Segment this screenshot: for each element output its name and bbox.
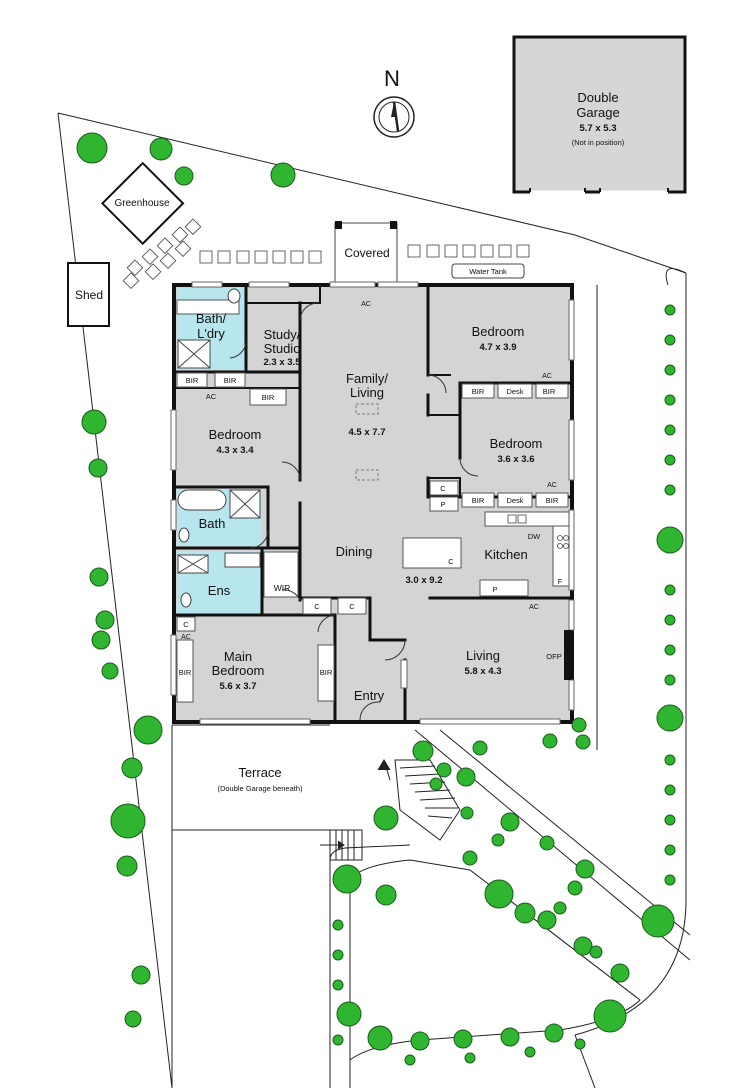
compass-label: N (384, 66, 400, 91)
kitchen-label: Kitchen (484, 547, 527, 562)
terrace-stairs (320, 829, 363, 861)
garage-dims: 5.7 x 5.3 (580, 123, 617, 134)
terrace-label: Terrace (238, 765, 281, 780)
entry-label: Entry (354, 688, 385, 703)
living-label: Living (466, 648, 500, 663)
desk-label: Desk (506, 387, 523, 396)
bath-laundry-label-2: L'dry (197, 326, 225, 341)
bir-label: BIR (472, 387, 485, 396)
garage-note: (Not in position) (572, 138, 625, 147)
greenhouse-label: Greenhouse (114, 198, 169, 209)
cupboard-label: C (314, 602, 320, 611)
fixtures-blocks (176, 299, 570, 703)
main-bedroom-dims: 5.6 x 3.7 (220, 681, 257, 692)
bedroom-ne-label: Bedroom (472, 324, 525, 339)
kitchen-dims: 3.0 x 9.2 (406, 575, 443, 586)
family-label-1: Family/ (346, 371, 388, 386)
shed (67, 262, 110, 327)
wir-label: WIR (274, 583, 291, 593)
desk-label: Desk (506, 496, 523, 505)
doors (229, 302, 479, 721)
garage-name-line1: Double (577, 90, 618, 105)
paving-stones (122, 218, 530, 290)
covered-area (334, 221, 398, 284)
greenhouse (100, 161, 185, 246)
bir-label: BIR (224, 376, 237, 385)
north-compass (373, 96, 415, 138)
double-garage (512, 35, 687, 194)
main-bedroom-label-1: Main (224, 649, 252, 664)
bedroom-e-label: Bedroom (490, 436, 543, 451)
water-tank-label: Water Tank (469, 267, 507, 276)
ac-label: AC (529, 604, 539, 611)
dining-label: Dining (336, 544, 373, 559)
sink (507, 514, 527, 524)
study-label-1: Study/ (264, 327, 301, 342)
bir-label: BIR (320, 668, 333, 677)
living-dims: 5.8 x 4.3 (465, 666, 502, 677)
cooktop (557, 535, 569, 549)
bir-label: BIR (262, 393, 275, 402)
ac-label: AC (542, 373, 552, 380)
bedroom-w-label: Bedroom (209, 427, 262, 442)
family-dims: 4.5 x 7.7 (349, 427, 386, 438)
ac-label: AC (547, 482, 557, 489)
bir-label: BIR (472, 496, 485, 505)
bir-label: BIR (186, 376, 199, 385)
fireplace (564, 630, 571, 680)
study-dims: 2.3 x 3.5 (264, 357, 302, 368)
shed-label: Shed (75, 288, 103, 302)
bedroom-e-dims: 3.6 x 3.6 (498, 454, 535, 465)
bedroom-ne-dims: 4.7 x 3.9 (480, 342, 517, 353)
ensuite-label: Ens (208, 583, 231, 598)
ac-label: AC (181, 634, 191, 641)
garden-trees (76, 132, 684, 1066)
fridge-label: F (558, 577, 563, 586)
pantry-label: P (440, 500, 445, 509)
garage-name-line2: Garage (576, 105, 619, 120)
entry-stairs (377, 759, 461, 841)
bir-label: BIR (546, 496, 559, 505)
cupboard-label: C (349, 602, 355, 611)
cupboard-label: C (448, 557, 454, 566)
cupboard-label: C (183, 620, 189, 629)
bath-label: Bath (199, 516, 226, 531)
study-label-2: Studio (264, 341, 301, 356)
bedroom-w-dims: 4.3 x 3.4 (217, 445, 255, 456)
bir-label: BIR (179, 668, 192, 677)
dishwasher-label: DW (528, 532, 541, 541)
covered-label: Covered (344, 246, 389, 260)
ac-label: AC (361, 301, 371, 308)
main-bedroom-label-2: Bedroom (212, 663, 265, 678)
ac-label: AC (206, 392, 217, 401)
terrace-note: (Double Garage beneath) (217, 784, 303, 793)
bath-laundry-label-1: Bath/ (196, 311, 227, 326)
sanitary (177, 288, 261, 608)
water-tank (451, 263, 525, 279)
pantry-label: P (492, 585, 497, 594)
open-fireplace-label: OFP (546, 652, 561, 661)
cupboard-label: C (440, 484, 446, 493)
ceiling-lights (355, 403, 379, 481)
bir-label: BIR (543, 387, 556, 396)
family-label-2: Living (350, 385, 384, 400)
windows (170, 281, 575, 725)
